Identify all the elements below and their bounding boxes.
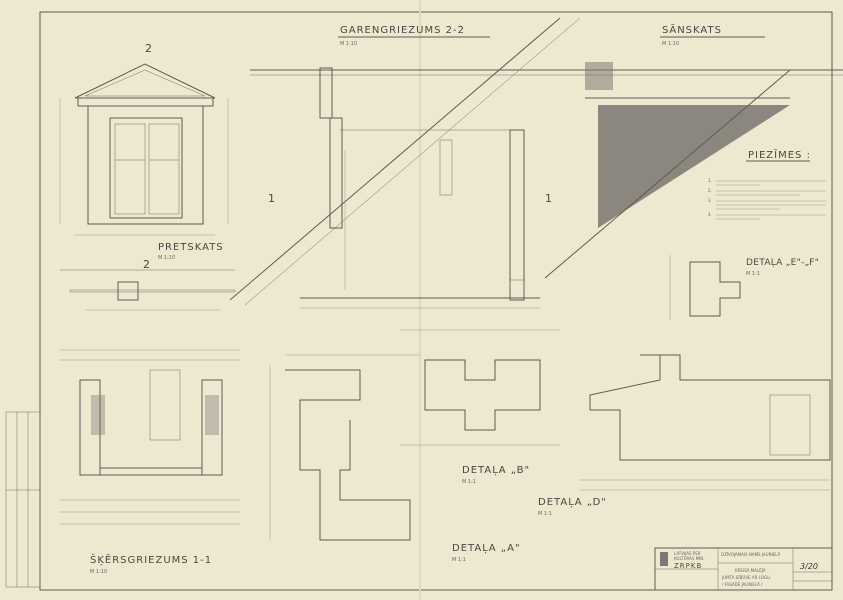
detail-b-scale: M 1:1 (462, 479, 476, 485)
detail-a-drawing (269, 354, 420, 541)
drawing-name-line2: JUMTA IZBŪVE AR LOGU (721, 575, 770, 580)
project-name: DZĪVOJAMAIS NAMS JAUNIELĀ (721, 552, 781, 557)
drawing-name-line3: / FASĀDE JAUNIELĀ / (722, 582, 763, 587)
side-view-drawing (544, 62, 791, 279)
title-block: LATVIJAS PSR KULTŪRAS MIN. ZRPKB DZĪVOJA… (654, 547, 833, 591)
notes-list: 1. 2. 3. 4. (708, 178, 826, 220)
detail-d-scale: M 1:1 (538, 511, 552, 517)
cross-section-scale: M 1:10 (90, 569, 107, 575)
side-view-title: SĀNSKATS (662, 23, 722, 36)
organization-logo-icon (660, 552, 668, 566)
longitudinal-section-title: GARENGRIEZUMS 2-2 (340, 25, 465, 36)
section-marker: 1 (268, 192, 275, 205)
longitudinal-section-drawing (229, 17, 843, 309)
detail-a-scale: M 1:1 (452, 557, 466, 563)
detail-ef-drawing (669, 255, 741, 320)
pretskats-plan (60, 269, 236, 311)
front-view-title: PRETSKATS (158, 242, 224, 253)
cross-section-title: ŠĶĒRSGRIEZUMS 1-1 (90, 553, 212, 566)
section-marker: 1 (545, 192, 552, 205)
sheet-number: 3/20 (800, 562, 818, 571)
notes-title: PIEZĪMES : (748, 148, 811, 161)
note-item: 4. (708, 212, 712, 217)
organization-name-line1: LATVIJAS PSR (674, 551, 701, 556)
section-marker: 2 (145, 42, 152, 55)
detail-ef-title: DETAĻA „E"-„F" (746, 258, 819, 268)
note-item: 2. (708, 188, 712, 193)
sheet-border (39, 11, 833, 591)
organization-code: ZRPKB (674, 562, 702, 570)
detail-b-drawing (400, 329, 560, 446)
drawing-name-line1: KREISĀ MALĒJĀ (735, 568, 766, 573)
side-view-scale: M 1:10 (662, 41, 679, 47)
cross-section-drawing (60, 349, 240, 525)
detail-ef-scale: M 1:1 (746, 271, 760, 277)
longitudinal-section-scale: M 1:10 (340, 41, 357, 47)
detail-b-title: DETAĻA „B" (462, 465, 530, 476)
left-margin-table (5, 411, 41, 588)
note-item: 1. (708, 178, 712, 183)
note-item: 3. (708, 198, 712, 203)
organization-name-line2: KULTŪRAS MIN. (674, 556, 705, 561)
front-view-scale: M 1:10 (158, 255, 175, 261)
detail-a-title: DETAĻA „A" (452, 543, 521, 554)
section-marker: 2 (143, 258, 150, 271)
detail-d-drawing (580, 354, 831, 491)
detail-d-title: DETAĻA „D" (538, 497, 607, 508)
front-elevation-drawing (59, 63, 229, 236)
